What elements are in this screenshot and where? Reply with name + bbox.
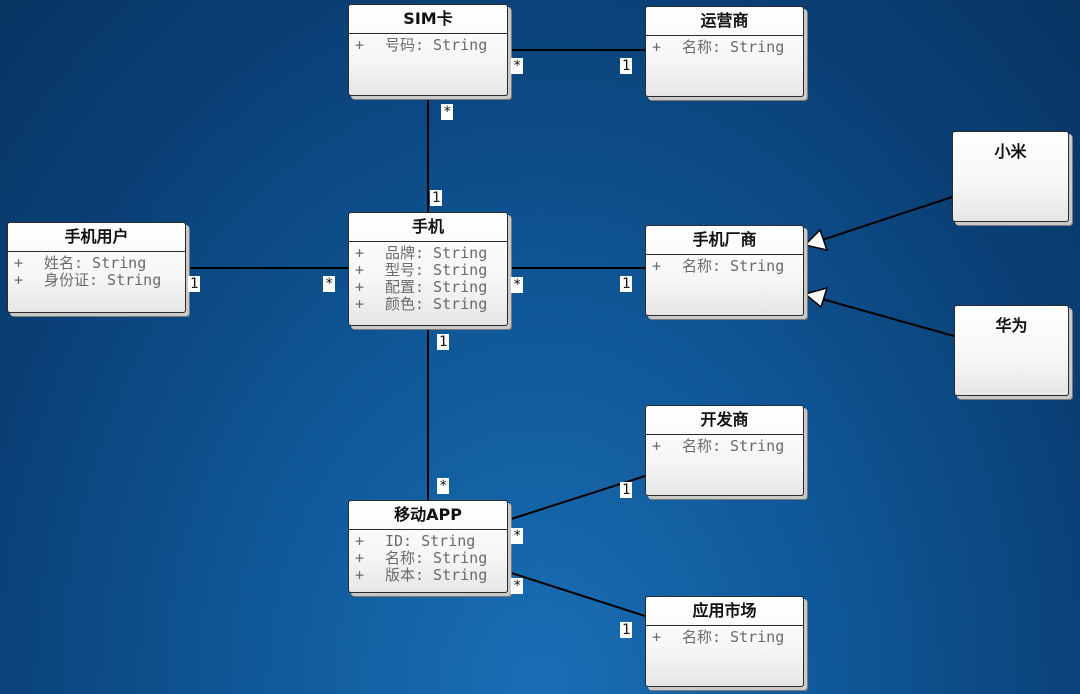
class-attribute: +名称: String bbox=[355, 549, 488, 567]
multiplicity-label: 1 bbox=[188, 276, 201, 292]
class-title: 华为 bbox=[995, 316, 1028, 335]
class-operator[interactable]: 运营商 +名称: String bbox=[645, 6, 804, 97]
multiplicity-label: 1 bbox=[437, 334, 450, 350]
class-title: 手机厂商 bbox=[646, 226, 803, 255]
generalization-arrow-huawei bbox=[803, 286, 829, 309]
multiplicity-label: 1 bbox=[620, 622, 633, 638]
class-huawei[interactable]: 华为 bbox=[954, 305, 1069, 396]
class-attribute: +号码: String bbox=[355, 36, 488, 54]
class-attribute: +姓名: String bbox=[14, 254, 147, 272]
class-title: 小米 bbox=[994, 142, 1027, 161]
class-attribute: +名称: String bbox=[652, 628, 785, 646]
generalization-xiaomi bbox=[821, 196, 953, 241]
class-title: 开发商 bbox=[646, 406, 803, 435]
class-title: 移动APP bbox=[349, 501, 507, 530]
class-mobile-app[interactable]: 移动APP +ID: String +名称: String +版本: Strin… bbox=[348, 500, 508, 593]
multiplicity-label: * bbox=[511, 578, 524, 594]
class-attribute: +颜色: String bbox=[355, 295, 488, 313]
class-phone[interactable]: 手机 +品牌: String +型号: String +配置: String +… bbox=[348, 212, 508, 326]
multiplicity-label: 1 bbox=[620, 482, 633, 498]
class-app-market[interactable]: 应用市场 +名称: String bbox=[645, 596, 804, 687]
class-xiaomi[interactable]: 小米 bbox=[952, 131, 1069, 222]
multiplicity-label: 1 bbox=[430, 190, 443, 206]
class-attribute: +品牌: String bbox=[355, 244, 488, 262]
class-attribute: +名称: String bbox=[652, 437, 785, 455]
multiplicity-label: 1 bbox=[620, 276, 633, 292]
multiplicity-label: * bbox=[511, 58, 524, 74]
multiplicity-label: * bbox=[511, 277, 524, 293]
class-phone-maker[interactable]: 手机厂商 +名称: String bbox=[645, 225, 804, 316]
class-sim-card[interactable]: SIM卡 +号码: String bbox=[348, 4, 508, 96]
class-attribute: +身份证: String bbox=[14, 271, 162, 289]
multiplicity-label: * bbox=[323, 276, 336, 292]
class-attribute: +ID: String bbox=[355, 532, 476, 550]
class-title: 手机用户 bbox=[8, 223, 185, 252]
class-title: 手机 bbox=[349, 213, 507, 242]
generalization-arrow-xiaomi bbox=[803, 228, 829, 252]
class-attribute: +名称: String bbox=[652, 38, 785, 56]
generalization-huawei bbox=[821, 298, 955, 337]
multiplicity-label: 1 bbox=[620, 58, 633, 74]
multiplicity-label: * bbox=[441, 104, 454, 120]
class-phone-user[interactable]: 手机用户 +姓名: String +身份证: String bbox=[7, 222, 186, 313]
class-attribute: +配置: String bbox=[355, 278, 488, 296]
multiplicity-label: * bbox=[437, 478, 450, 494]
class-attribute: +版本: String bbox=[355, 566, 488, 584]
class-attribute: +名称: String bbox=[652, 257, 785, 275]
class-title: SIM卡 bbox=[349, 5, 507, 34]
class-attribute: +型号: String bbox=[355, 261, 488, 279]
class-title: 应用市场 bbox=[646, 597, 803, 626]
class-title: 运营商 bbox=[646, 7, 803, 36]
assoc-app-market bbox=[507, 571, 646, 617]
class-developer[interactable]: 开发商 +名称: String bbox=[645, 405, 804, 496]
multiplicity-label: * bbox=[511, 528, 524, 544]
